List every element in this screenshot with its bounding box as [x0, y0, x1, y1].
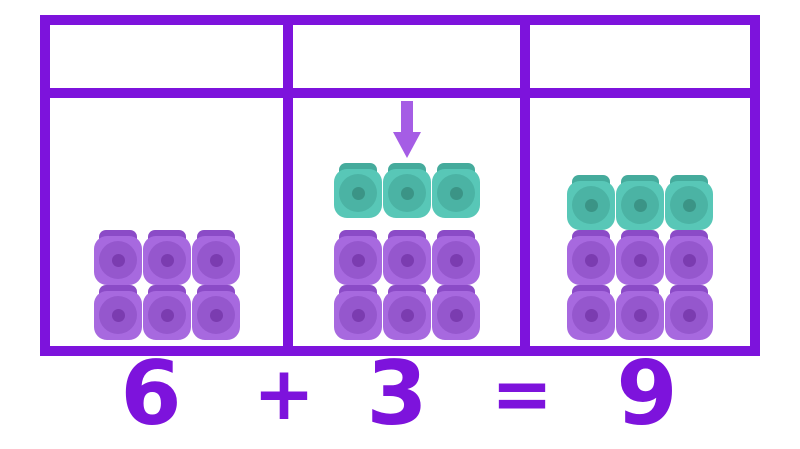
down-arrow-shaft: [400, 101, 413, 133]
equation-plus-sign: +: [252, 351, 315, 437]
purple-counter-icon: [142, 230, 191, 285]
table-header-row: [50, 25, 750, 98]
part-whole-table: [40, 15, 760, 356]
purple-counter-icon: [616, 230, 664, 285]
header-cell-3: [520, 25, 750, 88]
equation-sum: 9: [616, 342, 678, 445]
purple-counter-icon: [93, 285, 142, 340]
teal-counter-icon: [616, 175, 664, 230]
purple-counter-group: [567, 230, 713, 340]
teal-counter-icon: [665, 175, 713, 230]
purple-counter-group: [93, 230, 240, 340]
teal-counter-icon: [567, 175, 615, 230]
cell-first-addend: [50, 98, 283, 346]
purple-counter-icon: [665, 230, 713, 285]
purple-counter-icon: [665, 285, 713, 340]
equation-addend2: 3: [366, 342, 428, 445]
purple-counter-icon: [431, 230, 480, 285]
purple-counter-icon: [142, 285, 191, 340]
purple-counter-icon: [333, 285, 382, 340]
down-arrow-head: [392, 132, 421, 158]
purple-counter-icon: [191, 230, 240, 285]
purple-counter-group: [333, 230, 480, 340]
purple-counter-icon: [382, 230, 431, 285]
purple-counter-icon: [191, 285, 240, 340]
purple-counter-icon: [93, 230, 142, 285]
header-cell-2: [283, 25, 520, 88]
cell-adding-three: [283, 98, 520, 346]
teal-counter-group: [333, 163, 480, 218]
teal-counter-icon: [382, 163, 431, 218]
cell-sum-total: [520, 98, 750, 346]
counter-stack-first-addend: [93, 230, 240, 340]
purple-counter-icon: [616, 285, 664, 340]
table-body-row: [50, 98, 750, 346]
counter-stack-sum-total: [567, 175, 713, 340]
teal-counter-icon: [333, 163, 382, 218]
teal-counter-icon: [431, 163, 480, 218]
purple-counter-icon: [567, 230, 615, 285]
counter-stack-adding-three: [333, 101, 480, 340]
purple-counter-icon: [382, 285, 431, 340]
down-arrow-icon: [392, 101, 421, 158]
equation-addend1: 6: [120, 342, 182, 445]
equation-equals-sign: =: [490, 351, 553, 437]
purple-counter-icon: [431, 285, 480, 340]
purple-counter-icon: [333, 230, 382, 285]
purple-counter-icon: [567, 285, 615, 340]
header-cell-1: [50, 25, 283, 88]
teal-counter-group: [567, 175, 713, 230]
